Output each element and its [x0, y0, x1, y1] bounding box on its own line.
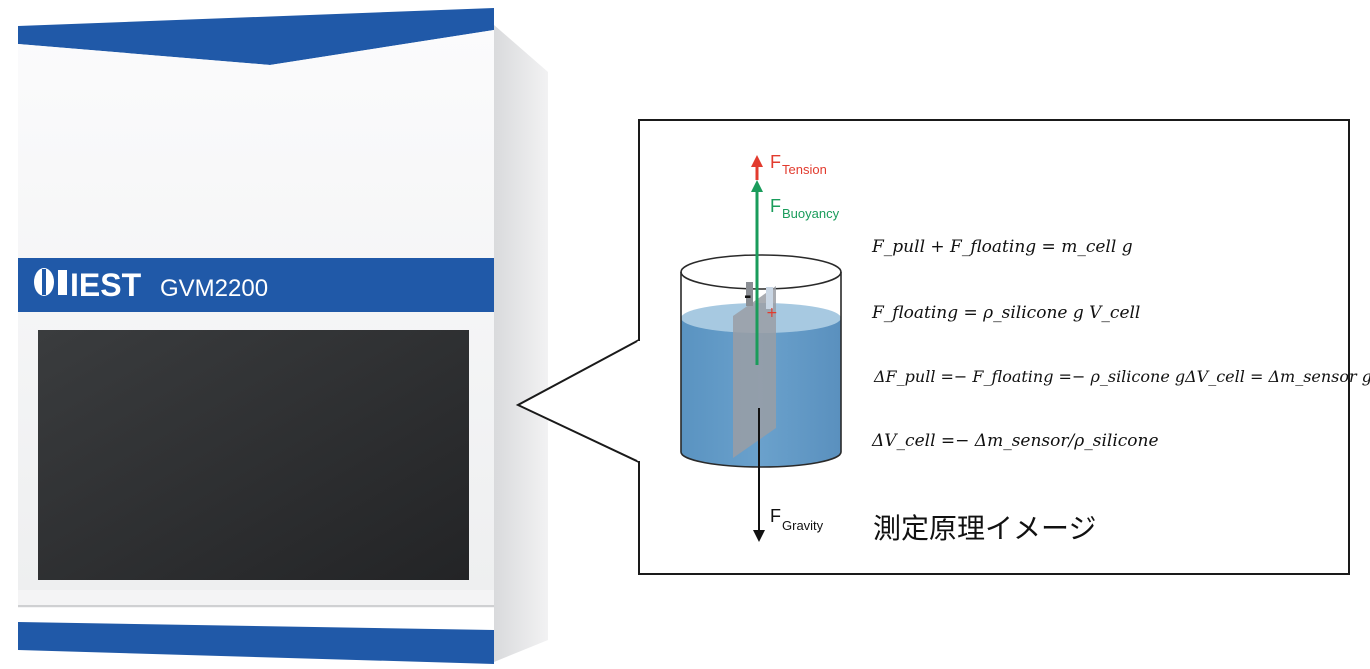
- model-name: GVM2200: [160, 275, 268, 302]
- svg-text:Buoyancy: Buoyancy: [782, 206, 840, 221]
- negative-tab: [746, 282, 753, 306]
- svg-text:Tension: Tension: [782, 162, 827, 177]
- equation-3: ΔF_pull =− F_floating =− ρ_silicone gΔV_…: [873, 367, 1370, 386]
- battery-cell: [733, 286, 776, 458]
- top-blue-band: [18, 8, 494, 65]
- brand-logo: [34, 268, 67, 296]
- svg-text:Gravity: Gravity: [782, 518, 824, 533]
- instrument-side-panel: [494, 25, 548, 662]
- force-label-tension: F Tension: [770, 152, 827, 177]
- positive-sign: +: [766, 305, 778, 321]
- equations: F_pull + F_floating = m_cell g F_floatin…: [871, 237, 1370, 451]
- equation-4: ΔV_cell =− Δm_sensor/ρ_silicone: [871, 431, 1159, 451]
- svg-text:F: F: [770, 506, 781, 526]
- diagram-caption: 測定原理イメージ: [873, 512, 1096, 545]
- svg-text:F: F: [770, 152, 781, 172]
- equation-1: F_pull + F_floating = m_cell g: [871, 237, 1133, 257]
- instrument: IEST GVM2200: [18, 8, 548, 664]
- brand-name: IEST: [70, 267, 142, 303]
- force-label-gravity: F Gravity: [770, 506, 824, 533]
- display-screen: [38, 330, 469, 580]
- lower-panel: [18, 590, 494, 608]
- svg-text:F: F: [770, 196, 781, 216]
- force-label-buoyancy: F Buoyancy: [770, 196, 840, 221]
- callout: [515, 119, 1350, 575]
- positive-tab: [766, 287, 773, 309]
- brand-band: [18, 258, 494, 312]
- equation-2: F_floating = ρ_silicone g V_cell: [871, 303, 1140, 323]
- beaker-diagram: - +: [680, 155, 842, 542]
- bottom-blue-band: [18, 622, 494, 664]
- negative-sign: -: [744, 286, 751, 307]
